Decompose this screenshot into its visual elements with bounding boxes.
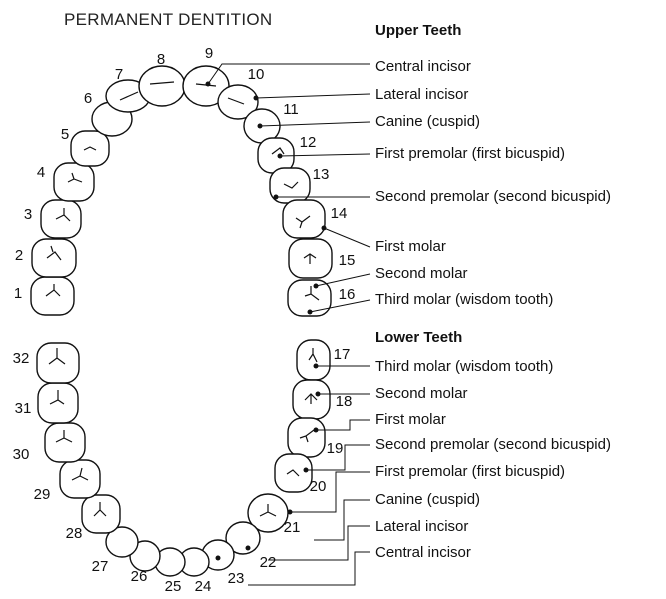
tooth-2: [32, 239, 76, 277]
tooth-20: [275, 454, 312, 492]
tooth-17: [297, 340, 330, 380]
tooth-28: [82, 495, 120, 533]
tooth-1: [31, 277, 74, 315]
tooth-5: [71, 131, 109, 166]
tooth-4: [54, 163, 94, 201]
tooth-3: [41, 200, 81, 238]
tooth-31: [38, 383, 78, 423]
tooth-14: [283, 200, 325, 238]
tooth-29: [60, 460, 100, 498]
tooth-32: [37, 343, 79, 383]
tooth-30: [45, 423, 85, 462]
tooth-8: [139, 66, 185, 106]
